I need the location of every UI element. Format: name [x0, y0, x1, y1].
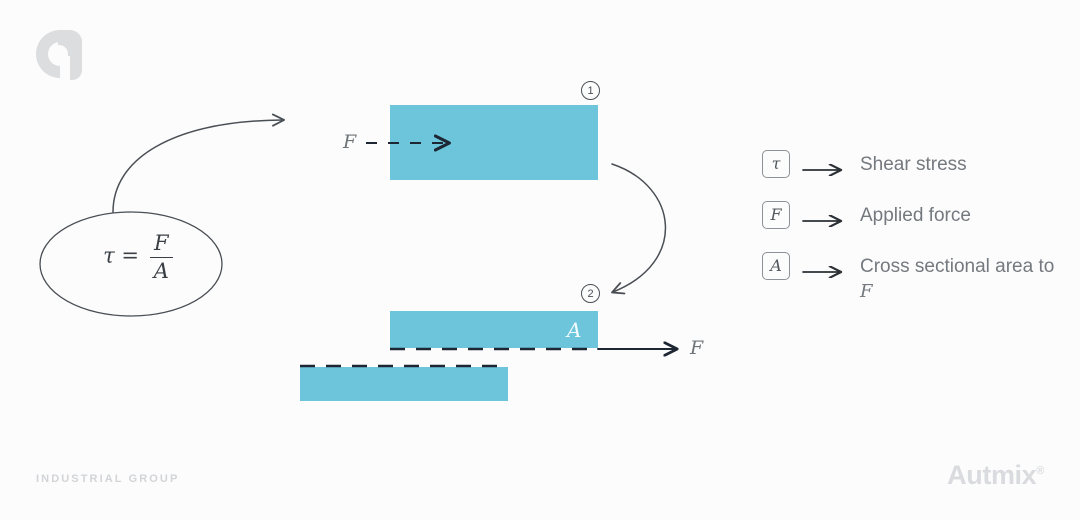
cross-sectional-area-label: A: [567, 318, 582, 342]
footer-tagline: INDUSTRIAL GROUP: [36, 473, 180, 485]
legend-arrow-icon: [802, 201, 848, 232]
deformed-bottom-block: [300, 367, 508, 401]
legend: τ Shear stress F Applied force A: [762, 150, 1062, 324]
formula-numerator: F: [154, 231, 169, 255]
legend-row-area: A Cross sectional area to F: [762, 252, 1062, 304]
tau-symbol-box: τ: [762, 150, 790, 178]
step-badge-1: 1: [581, 81, 600, 100]
footer-wordmark: Autmix®: [947, 460, 1044, 491]
shear-stress-formula: τ = F A: [78, 232, 198, 282]
autmix-a-mark-icon: [30, 28, 82, 80]
legend-arrow-icon: [802, 252, 848, 283]
legend-label-area: Cross sectional area to F: [860, 252, 1062, 304]
legend-label-area-text: Cross sectional area to: [860, 256, 1055, 277]
formula-fraction: F A: [149, 231, 173, 283]
area-symbol-box: A: [762, 252, 790, 280]
legend-label-tau: Shear stress: [860, 154, 967, 175]
legend-label-force: Applied force: [860, 205, 971, 226]
legend-row-tau: τ Shear stress: [762, 150, 1062, 181]
legend-arrow-icon: [802, 150, 848, 181]
formula-lhs: τ: [103, 243, 115, 268]
formula-equals: =: [121, 243, 140, 268]
legend-row-force: F Applied force: [762, 201, 1062, 232]
legend-label-area-math: F: [860, 281, 873, 302]
top-force-label: F: [343, 131, 357, 153]
step-badge-2: 2: [581, 284, 600, 303]
undeformed-block: [390, 105, 598, 180]
registered-trademark-icon: ®: [1036, 465, 1044, 477]
formula-denominator: A: [153, 258, 169, 283]
force-symbol-box: F: [762, 201, 790, 229]
formula-fraction-bar: [149, 256, 173, 258]
step-transition-arrow: [611, 163, 667, 295]
formula-ellipse: [39, 211, 223, 317]
right-force-label: F: [690, 337, 704, 359]
formula-pointer-arrow: [112, 113, 286, 213]
footer-wordmark-text: Autmix: [947, 460, 1037, 490]
deformed-top-block: [390, 311, 598, 348]
